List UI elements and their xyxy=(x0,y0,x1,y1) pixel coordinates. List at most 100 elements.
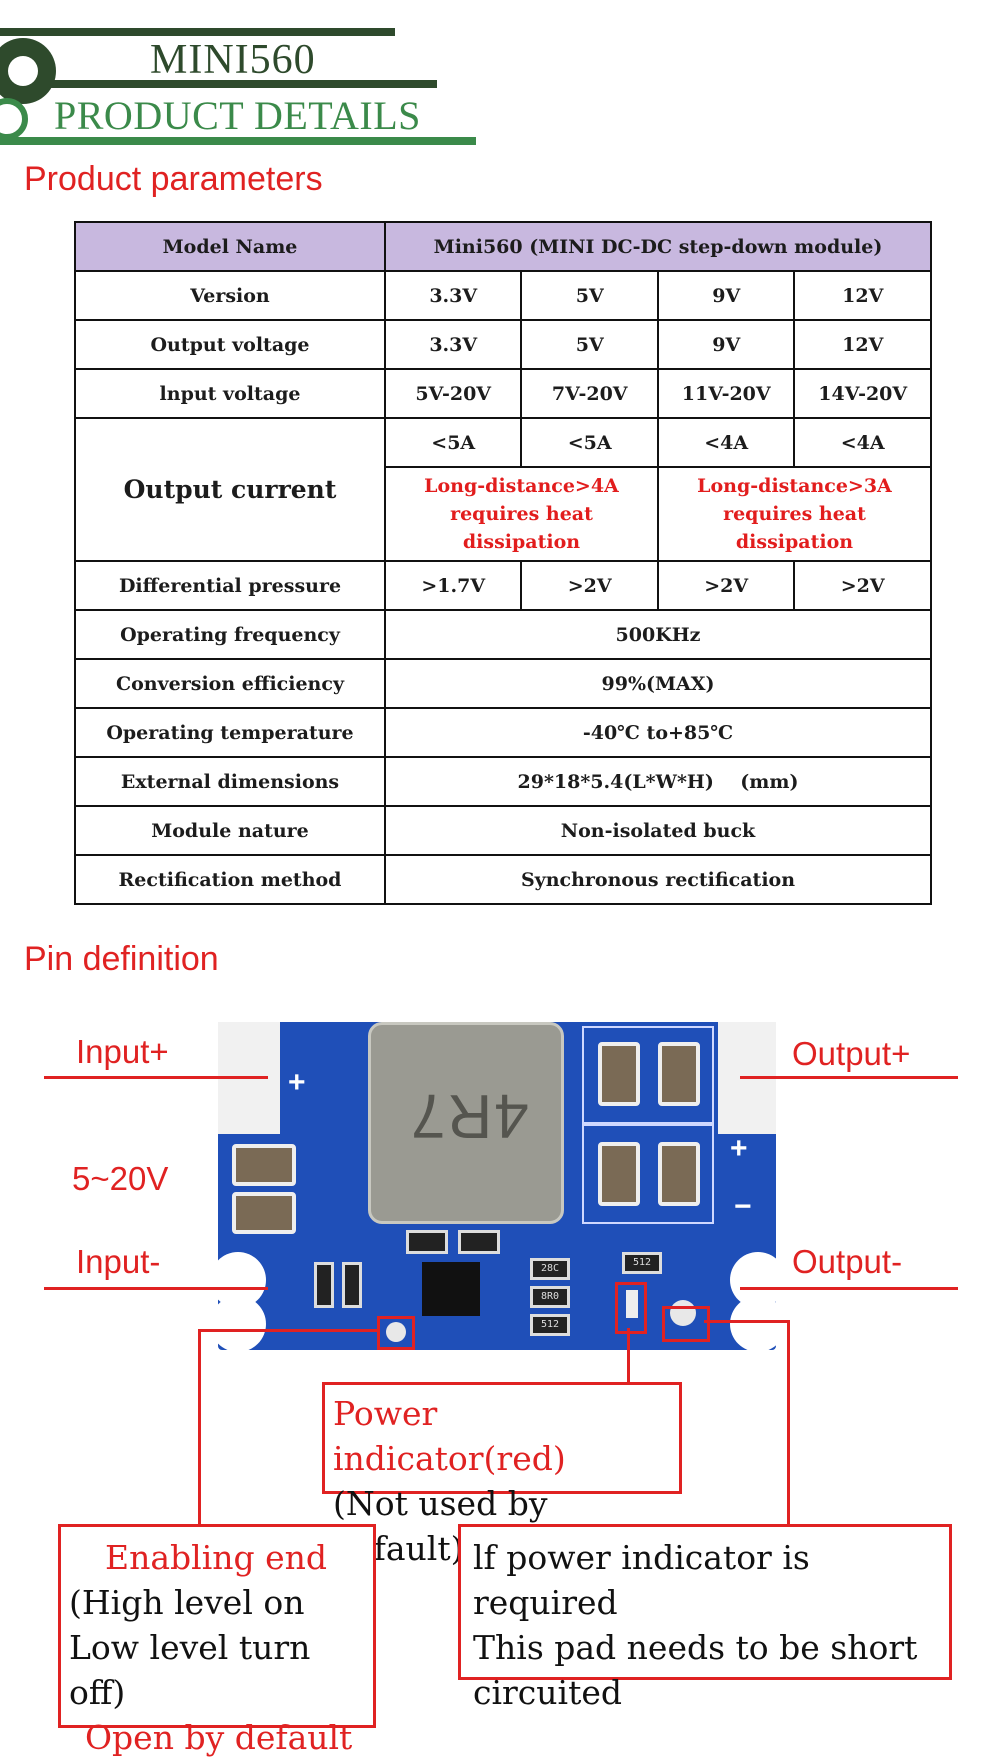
silkscreen-outline xyxy=(582,1026,714,1124)
input-plus-label: Input+ xyxy=(76,1033,169,1070)
header-rule-top xyxy=(0,28,395,36)
short-pad xyxy=(670,1300,696,1326)
smd-resistor: 512 xyxy=(622,1252,662,1274)
capacitor xyxy=(598,1042,640,1106)
output-voltage-value: 5V xyxy=(520,319,659,370)
enable-connector-line xyxy=(198,1329,378,1332)
output-voltage-value: 9V xyxy=(656,319,796,370)
section-title-params: Product parameters xyxy=(24,160,323,198)
output-current-value: <5A xyxy=(520,417,659,468)
output-minus-label: Output- xyxy=(792,1243,903,1280)
output-voltage-label: Output voltage xyxy=(74,319,386,370)
input-voltage-value: 7V-20V xyxy=(520,368,659,419)
table-row-differential: Differential pressure >1.7V >2V >2V >2V xyxy=(74,560,932,611)
resistor xyxy=(458,1230,500,1254)
output-minus-line xyxy=(740,1287,958,1290)
enabling-end-callout: Enabling end (High level on Low level tu… xyxy=(58,1524,376,1757)
table-row: Rectification method Synchronous rectifi… xyxy=(74,854,932,905)
row-label: Conversion efficiency xyxy=(74,658,386,709)
input-voltage-label: lnput voltage xyxy=(74,368,386,419)
version-value: 9V xyxy=(656,270,796,321)
input-voltage-value: 5V-20V xyxy=(383,368,523,419)
differential-label: Differential pressure xyxy=(74,560,386,611)
output-current-value: <4A xyxy=(793,417,932,468)
smd-resistor: 28C xyxy=(530,1258,570,1280)
input-minus-line xyxy=(44,1287,268,1290)
differential-value: >2V xyxy=(793,560,932,611)
differential-value: >1.7V xyxy=(383,560,523,611)
output-voltage-value: 12V xyxy=(793,319,932,370)
table-row-model: Model Name Mini560 (MINI DC-DC step-down… xyxy=(74,221,932,272)
pcb-module-image: + + − 4R7 28C 8R0 512 512 xyxy=(210,1022,786,1352)
capacitor xyxy=(232,1144,296,1186)
table-row-output-voltage: Output voltage 3.3V 5V 9V 12V xyxy=(74,319,932,370)
power-indicator-title: Power indicator(red) xyxy=(333,1394,566,1478)
header-circle-small-icon xyxy=(0,98,28,140)
enabling-end-title: Enabling end xyxy=(105,1538,328,1577)
enable-pad-marker xyxy=(377,1316,415,1350)
heat-note-line: Long-distance>4A xyxy=(424,475,619,497)
enable-connector-line xyxy=(198,1329,201,1524)
row-value: -40℃ to+85℃ xyxy=(384,707,932,758)
power-led-marker xyxy=(615,1282,647,1334)
output-current-value: <5A xyxy=(383,417,523,468)
heat-note-line: dissipation xyxy=(462,531,581,553)
row-value: 99%(MAX) xyxy=(384,658,932,709)
row-value: 29*18*5.4(L*W*H) (mm) xyxy=(384,756,932,807)
row-value: Synchronous rectification xyxy=(384,854,932,905)
minus-sign: − xyxy=(734,1190,752,1223)
model-label: Model Name xyxy=(74,221,386,272)
row-label: Rectification method xyxy=(74,854,386,905)
enabling-end-line: (High level on xyxy=(69,1583,305,1622)
enable-pad xyxy=(386,1322,406,1342)
version-value: 12V xyxy=(793,270,932,321)
heat-note-line: requires heat xyxy=(450,503,593,525)
plus-sign: + xyxy=(288,1066,306,1099)
capacitor xyxy=(658,1142,700,1206)
short-pad-line: This pad needs to be short xyxy=(473,1628,918,1667)
output-minus-hole xyxy=(730,1296,786,1352)
header-title: MINI560 xyxy=(150,37,316,83)
input-minus-hole xyxy=(210,1296,266,1352)
input-plus-line xyxy=(44,1076,268,1079)
heat-note-line: Long-distance>3A xyxy=(697,475,892,497)
input-minus-label: Input- xyxy=(76,1243,161,1280)
capacitor xyxy=(598,1142,640,1206)
inductor-marking: 4R7 xyxy=(409,1081,529,1150)
heat-note-line: requires heat xyxy=(723,503,866,525)
row-value: Non-isolated buck xyxy=(384,805,932,856)
table-row: Module nature Non-isolated buck xyxy=(74,805,932,856)
table-row: External dimensions 29*18*5.4(L*W*H) (mm… xyxy=(74,756,932,807)
resistor xyxy=(342,1262,362,1308)
pad-connector-line xyxy=(704,1320,790,1323)
table-row: Conversion efficiency 99%(MAX) xyxy=(74,658,932,709)
resistor xyxy=(314,1262,334,1308)
pad-connector-line xyxy=(787,1320,790,1526)
table-row-output-current-notes: Long-distance>4A requires heat dissipati… xyxy=(75,466,933,562)
output-plus-line xyxy=(740,1076,958,1079)
short-pad-line: circuited xyxy=(473,1673,623,1712)
input-voltage-value: 11V-20V xyxy=(656,368,796,419)
header-circle-icon xyxy=(0,38,56,104)
short-pad-text: lf power indicator is required This pad … xyxy=(473,1535,949,1715)
table-row: Operating frequency 500KHz xyxy=(74,609,932,660)
short-pad-marker xyxy=(662,1306,710,1342)
heat-note-right: Long-distance>3A requires heat dissipati… xyxy=(656,466,933,562)
differential-value: >2V xyxy=(656,560,796,611)
input-voltage-value: 14V-20V xyxy=(793,368,932,419)
power-indicator-callout: Power indicator(red) (Not used by defaul… xyxy=(322,1382,682,1568)
header-rule-bottom xyxy=(0,137,476,145)
power-led xyxy=(626,1290,638,1318)
parameter-table: Model Name Mini560 (MINI DC-DC step-down… xyxy=(74,221,933,905)
heat-note-left: Long-distance>4A requires heat dissipati… xyxy=(384,466,659,562)
row-label: Operating frequency xyxy=(74,609,386,660)
enabling-end-default: Open by default xyxy=(85,1718,353,1757)
version-value: 3.3V xyxy=(383,270,523,321)
output-current-value: <4A xyxy=(656,417,796,468)
version-label: Version xyxy=(74,270,386,321)
model-value: Mini560 (MINI DC-DC step-down module) xyxy=(384,221,932,272)
table-row-input-voltage: lnput voltage 5V-20V 7V-20V 11V-20V 14V-… xyxy=(74,368,932,419)
header-subtitle: PRODUCT DETAILS xyxy=(54,93,421,138)
smd-resistor: 512 xyxy=(530,1314,570,1336)
silkscreen-outline xyxy=(582,1124,714,1224)
